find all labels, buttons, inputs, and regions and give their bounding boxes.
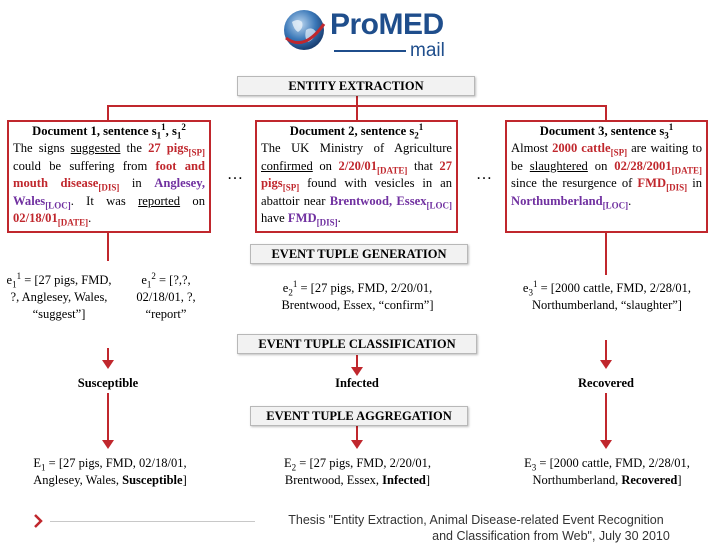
aggregate-e3: E3 = [2000 cattle, FMD, 2/28/01, Northum… (524, 456, 690, 487)
footer-caption: Thesis "Entity Extraction, Animal Diseas… (256, 512, 696, 544)
date-entity: 02/18/01[DATE] (13, 211, 89, 228)
promed-logo: ProMED mail (282, 2, 472, 62)
footer-line-1: Thesis "Entity Extraction, Animal Diseas… (288, 513, 664, 527)
trigger-reported: reported (138, 193, 181, 208)
trigger-slaughtered: slaughtered (529, 158, 588, 173)
trigger-confirmed: confirmed (261, 158, 313, 173)
chevron-right-icon (34, 514, 43, 528)
stage-entity-extraction: ENTITY EXTRACTION (237, 76, 475, 96)
connector (605, 340, 607, 362)
ellipsis: … (476, 166, 492, 183)
location-entity: Brentwood, Essex[LOC] (329, 193, 452, 211)
stage-event-tuple-generation: EVENT TUPLE GENERATION (250, 244, 468, 264)
connector (107, 105, 109, 120)
event-tuple-e1-1: e11 = [27 pigs, FMD, ?, Anglesey, Wales,… (6, 270, 112, 321)
footer-rule (50, 521, 255, 522)
stage-event-tuple-classification: EVENT TUPLE CLASSIFICATION (237, 334, 477, 354)
species-entity: 27 pigs[SP] (261, 158, 453, 193)
disease-entity: FMD[DIS] (287, 211, 338, 228)
document-3-title: Document 3, sentence s31 (539, 121, 674, 141)
aggregate-e2: E2 = [27 pigs, FMD, 2/20/01, Brentwood, … (284, 456, 431, 487)
document-1-title: Document 1, sentence s11, s12 (32, 121, 186, 141)
logo-sub: mail (410, 40, 445, 61)
logo-rule (334, 50, 406, 52)
footer-line-2: and Classification from Web", July 30 20… (432, 529, 670, 543)
class-recovered: Recovered (578, 376, 634, 390)
document-2-title: Document 2, sentence s21 (289, 121, 424, 141)
connector (107, 105, 606, 107)
species-entity: 2000 cattle[SP] (552, 141, 628, 158)
connector (107, 233, 109, 261)
arrow-down-icon (600, 360, 612, 369)
connector (356, 95, 358, 125)
logo-brand: ProMED (330, 8, 444, 41)
class-susceptible: Susceptible (77, 376, 139, 390)
arrow-down-icon (351, 440, 363, 449)
connector (356, 355, 358, 369)
connector (107, 393, 109, 441)
date-entity: 2/20/01[DATE] (338, 158, 408, 176)
connector (605, 233, 607, 275)
stage-event-tuple-aggregation: EVENT TUPLE AGGREGATION (250, 406, 468, 426)
species-entity: 27 pigs[SP] (148, 141, 205, 158)
globe-icon (284, 10, 326, 50)
event-tuple-e1-2: e12 = [?,?, 02/18/01, ?, “report” (136, 270, 196, 321)
connector (605, 393, 607, 441)
arrow-down-icon (102, 440, 114, 449)
document-3-box: Document 3, sentence s31 Almost 2000 cat… (505, 120, 708, 233)
aggregate-e1: E1 = [27 pigs, FMD, 02/18/01, Anglesey, … (33, 456, 187, 487)
arrow-down-icon (102, 360, 114, 369)
arrow-down-icon (351, 367, 363, 376)
class-infected: Infected (335, 376, 379, 390)
document-1-box: Document 1, sentence s11, s12 The signs … (7, 120, 211, 233)
disease-entity: foot and mouth disease[DIS] (13, 158, 205, 193)
document-2-box: Document 2, sentence s21 The UK Ministry… (255, 120, 458, 233)
trigger-suggested: suggested (70, 141, 121, 156)
connector (356, 425, 358, 441)
connector (107, 348, 109, 362)
location-entity: Anglesey, Wales[LOC] (13, 176, 206, 211)
event-tuple-e2: e21 = [27 pigs, FMD, 2/20/01, Brentwood,… (281, 278, 434, 312)
connector (605, 105, 607, 120)
disease-entity: FMD[DIS] (637, 176, 688, 193)
location-entity: Northumberland[LOC] (511, 193, 629, 211)
event-tuple-e3: e31 = [2000 cattle, FMD, 2/28/01, Northu… (522, 278, 692, 312)
ellipsis: … (227, 166, 243, 183)
date-entity: 02/28/2001[DATE] (614, 158, 702, 176)
arrow-down-icon (600, 440, 612, 449)
